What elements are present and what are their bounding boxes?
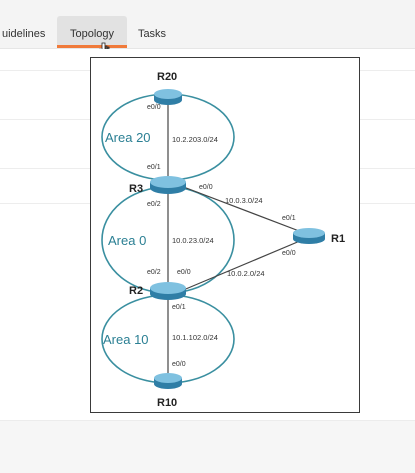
router-r10-label: R10 (157, 397, 177, 409)
tab-topology[interactable]: Topology (57, 16, 127, 48)
tab-topology-label: Topology (69, 28, 115, 40)
link-r2-r1 (180, 237, 308, 292)
interface-label: e0/1 (172, 304, 186, 311)
area-20-label: Area 20 (105, 130, 151, 145)
router-r3-label: R3 (129, 183, 143, 195)
area-0-label: Area 0 (108, 233, 146, 248)
subnet-r20-r3-label: 10.2.203.0/24 (172, 135, 218, 144)
footer-bar (0, 420, 415, 473)
interface-label: e0/1 (282, 215, 296, 222)
router-r1-label: R1 (331, 233, 345, 245)
tab-guidelines[interactable]: uidelines (0, 16, 56, 46)
router-icon (293, 228, 325, 244)
tab-tasks-label: Tasks (137, 28, 167, 40)
subnet-r3-r1-label: 10.0.3.0/24 (225, 196, 263, 205)
interface-label: e0/0 (147, 104, 161, 111)
interface-label: e0/2 (147, 269, 161, 276)
interface-label: e0/0 (199, 184, 213, 191)
router-icon (154, 89, 182, 105)
link-r3-r1 (180, 185, 308, 235)
interface-label: e0/0 (177, 269, 191, 276)
topology-canvas: R20 R3 R1 R2 R10 Area 20 Area 0 Area 10 … (101, 71, 345, 409)
interface-label: e0/0 (172, 361, 186, 368)
interface-label: e0/2 (147, 201, 161, 208)
interface-label: e0/0 (282, 250, 296, 257)
tab-bar: uidelines Topology Tasks (0, 0, 415, 49)
router-icon (150, 282, 186, 300)
topology-diagram: R20 R3 R1 R2 R10 Area 20 Area 0 Area 10 … (90, 57, 360, 413)
tab-tasks[interactable]: Tasks (131, 16, 173, 46)
interface-label: e0/1 (147, 164, 161, 171)
router-r2-label: R2 (129, 285, 143, 297)
area-10-label: Area 10 (103, 332, 149, 347)
active-tab-indicator (57, 45, 127, 48)
router-icon (150, 176, 186, 194)
router-r20-label: R20 (157, 71, 177, 83)
tab-guidelines-label: uidelines (2, 28, 46, 40)
router-icon (154, 373, 182, 389)
subnet-r2-r10-label: 10.1.102.0/24 (172, 333, 218, 342)
subnet-r2-r1-label: 10.0.2.0/24 (227, 269, 265, 278)
subnet-r3-r2-label: 10.0.23.0/24 (172, 236, 214, 245)
